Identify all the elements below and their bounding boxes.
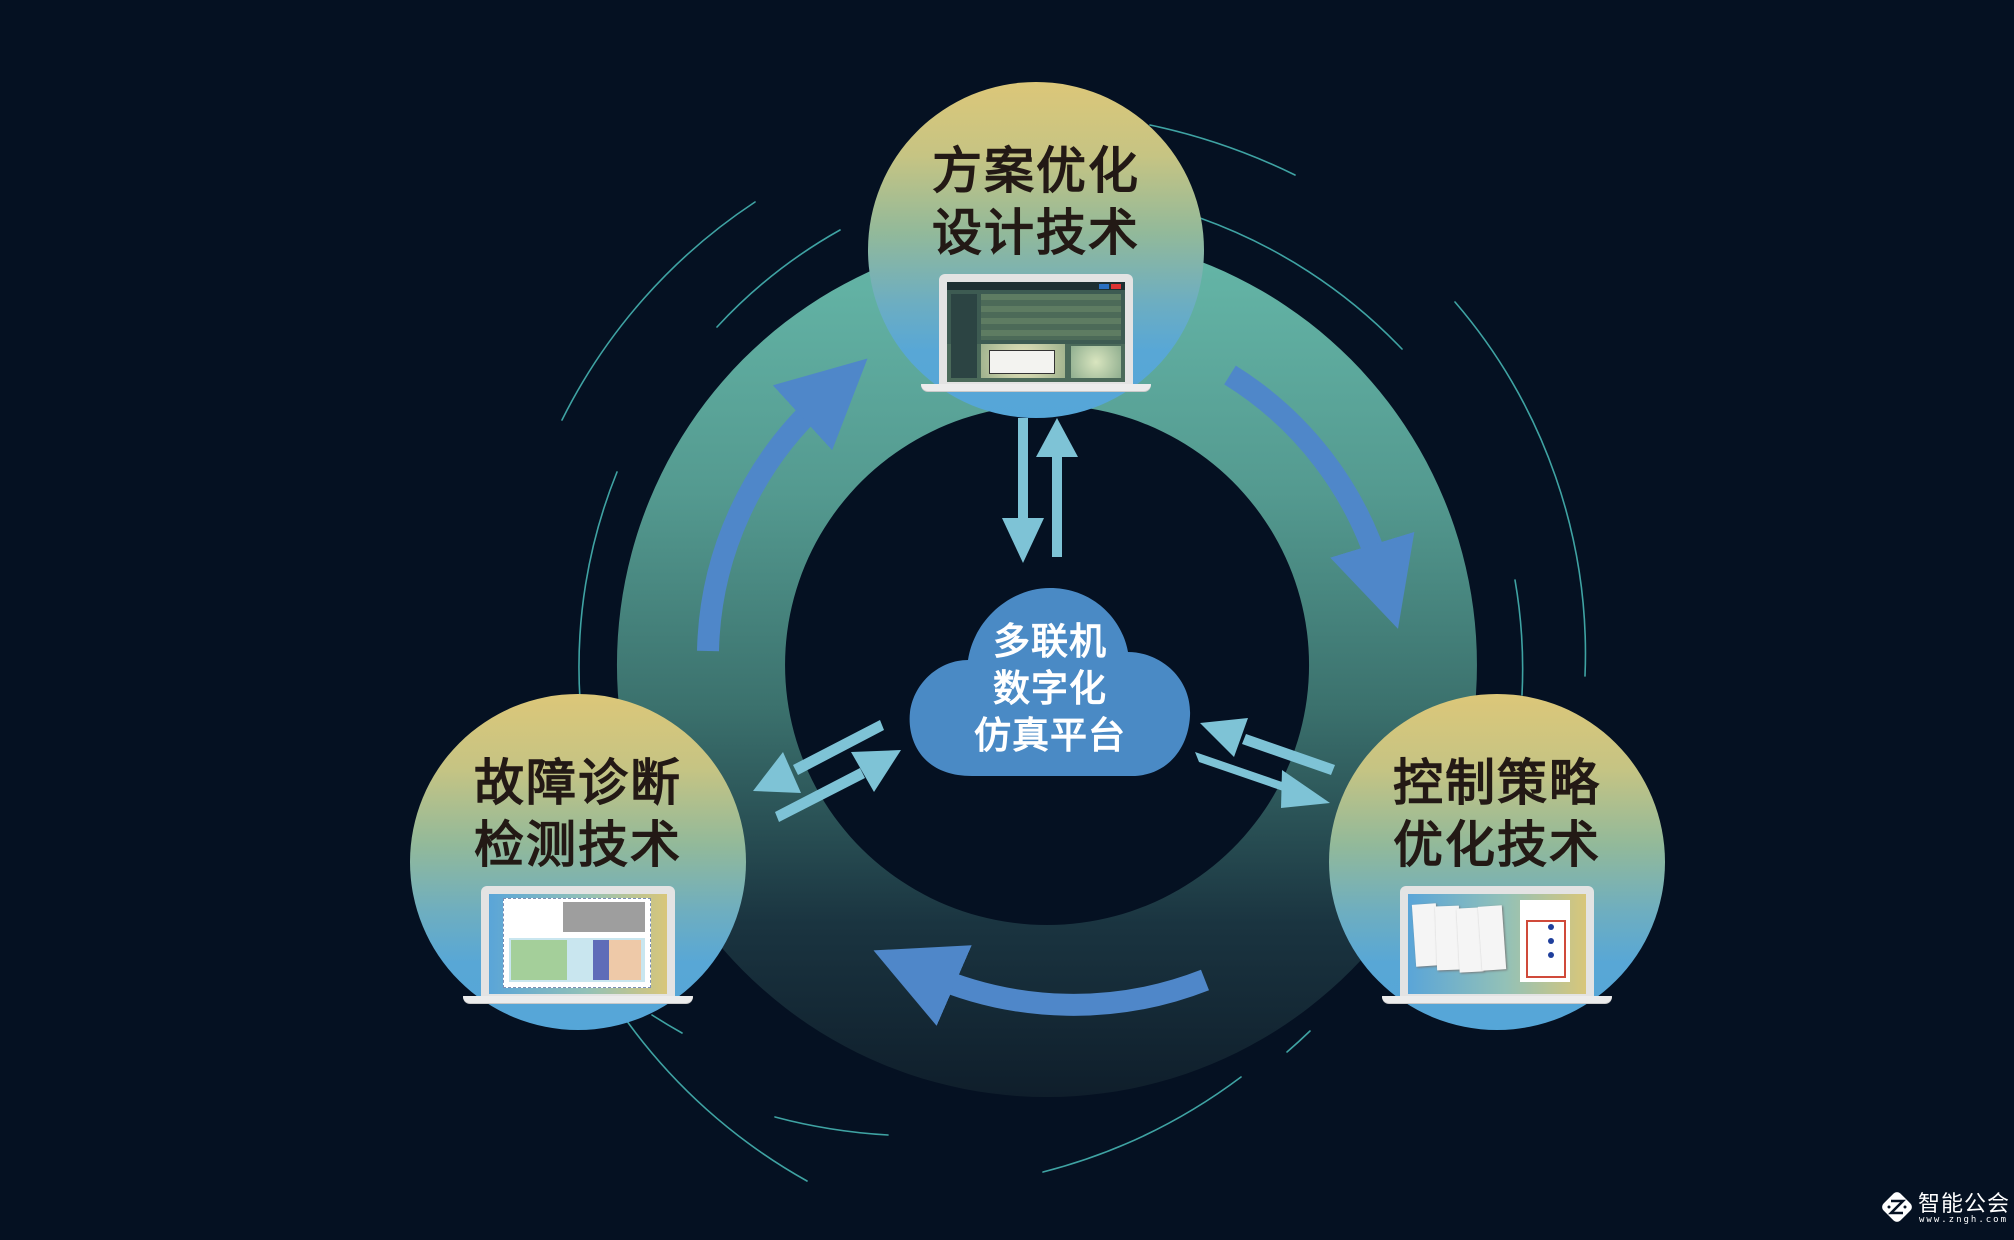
node-title: 控制策略 优化技术 [1393,754,1601,874]
arrow-diagnosis-to-platform [775,750,901,822]
node-title: 故障诊断 检测技术 [474,754,682,874]
node-title: 方案优化 设计技术 [932,142,1140,262]
laptop-illustration [463,886,693,1006]
watermark-title: 智能公会 [1918,1192,2011,1217]
flow-arrow-diagnosis-to-design [697,358,868,652]
flow-arrow-control-to-diagnosis [873,945,1210,1026]
arrow-design-to-platform [1002,418,1044,563]
cloud-icon [909,588,1191,776]
arrow-platform-to-design [1036,418,1078,557]
flow-arrows [697,358,1415,1026]
node-fault-diagnosis: 故障诊断 检测技术 [410,694,746,1030]
exchange-arrows [753,418,1335,822]
design-software-screenshot [947,282,1125,382]
laptop-illustration [921,274,1151,394]
zngh-logo-icon [1882,1192,1912,1222]
arrow-control-to-platform [1200,718,1335,775]
node-control-strategy: 控制策略 优化技术 [1329,694,1665,1030]
control-logic-screenshot [1408,894,1586,994]
node-design-optimization: 方案优化 设计技术 [868,82,1204,418]
flow-arrow-design-to-control [1224,365,1415,629]
arrow-platform-to-diagnosis [753,720,884,793]
watermark: 智能公会 www.zngh.com [1874,1186,2014,1234]
platform-label: 多联机 数字化 仿真平台 [974,620,1126,757]
laptop-illustration [1382,886,1612,1006]
watermark-url: www.zngh.com [1919,1215,2009,1225]
arrow-platform-to-control [1195,752,1330,808]
fault-diagnosis-screenshot [489,894,667,994]
